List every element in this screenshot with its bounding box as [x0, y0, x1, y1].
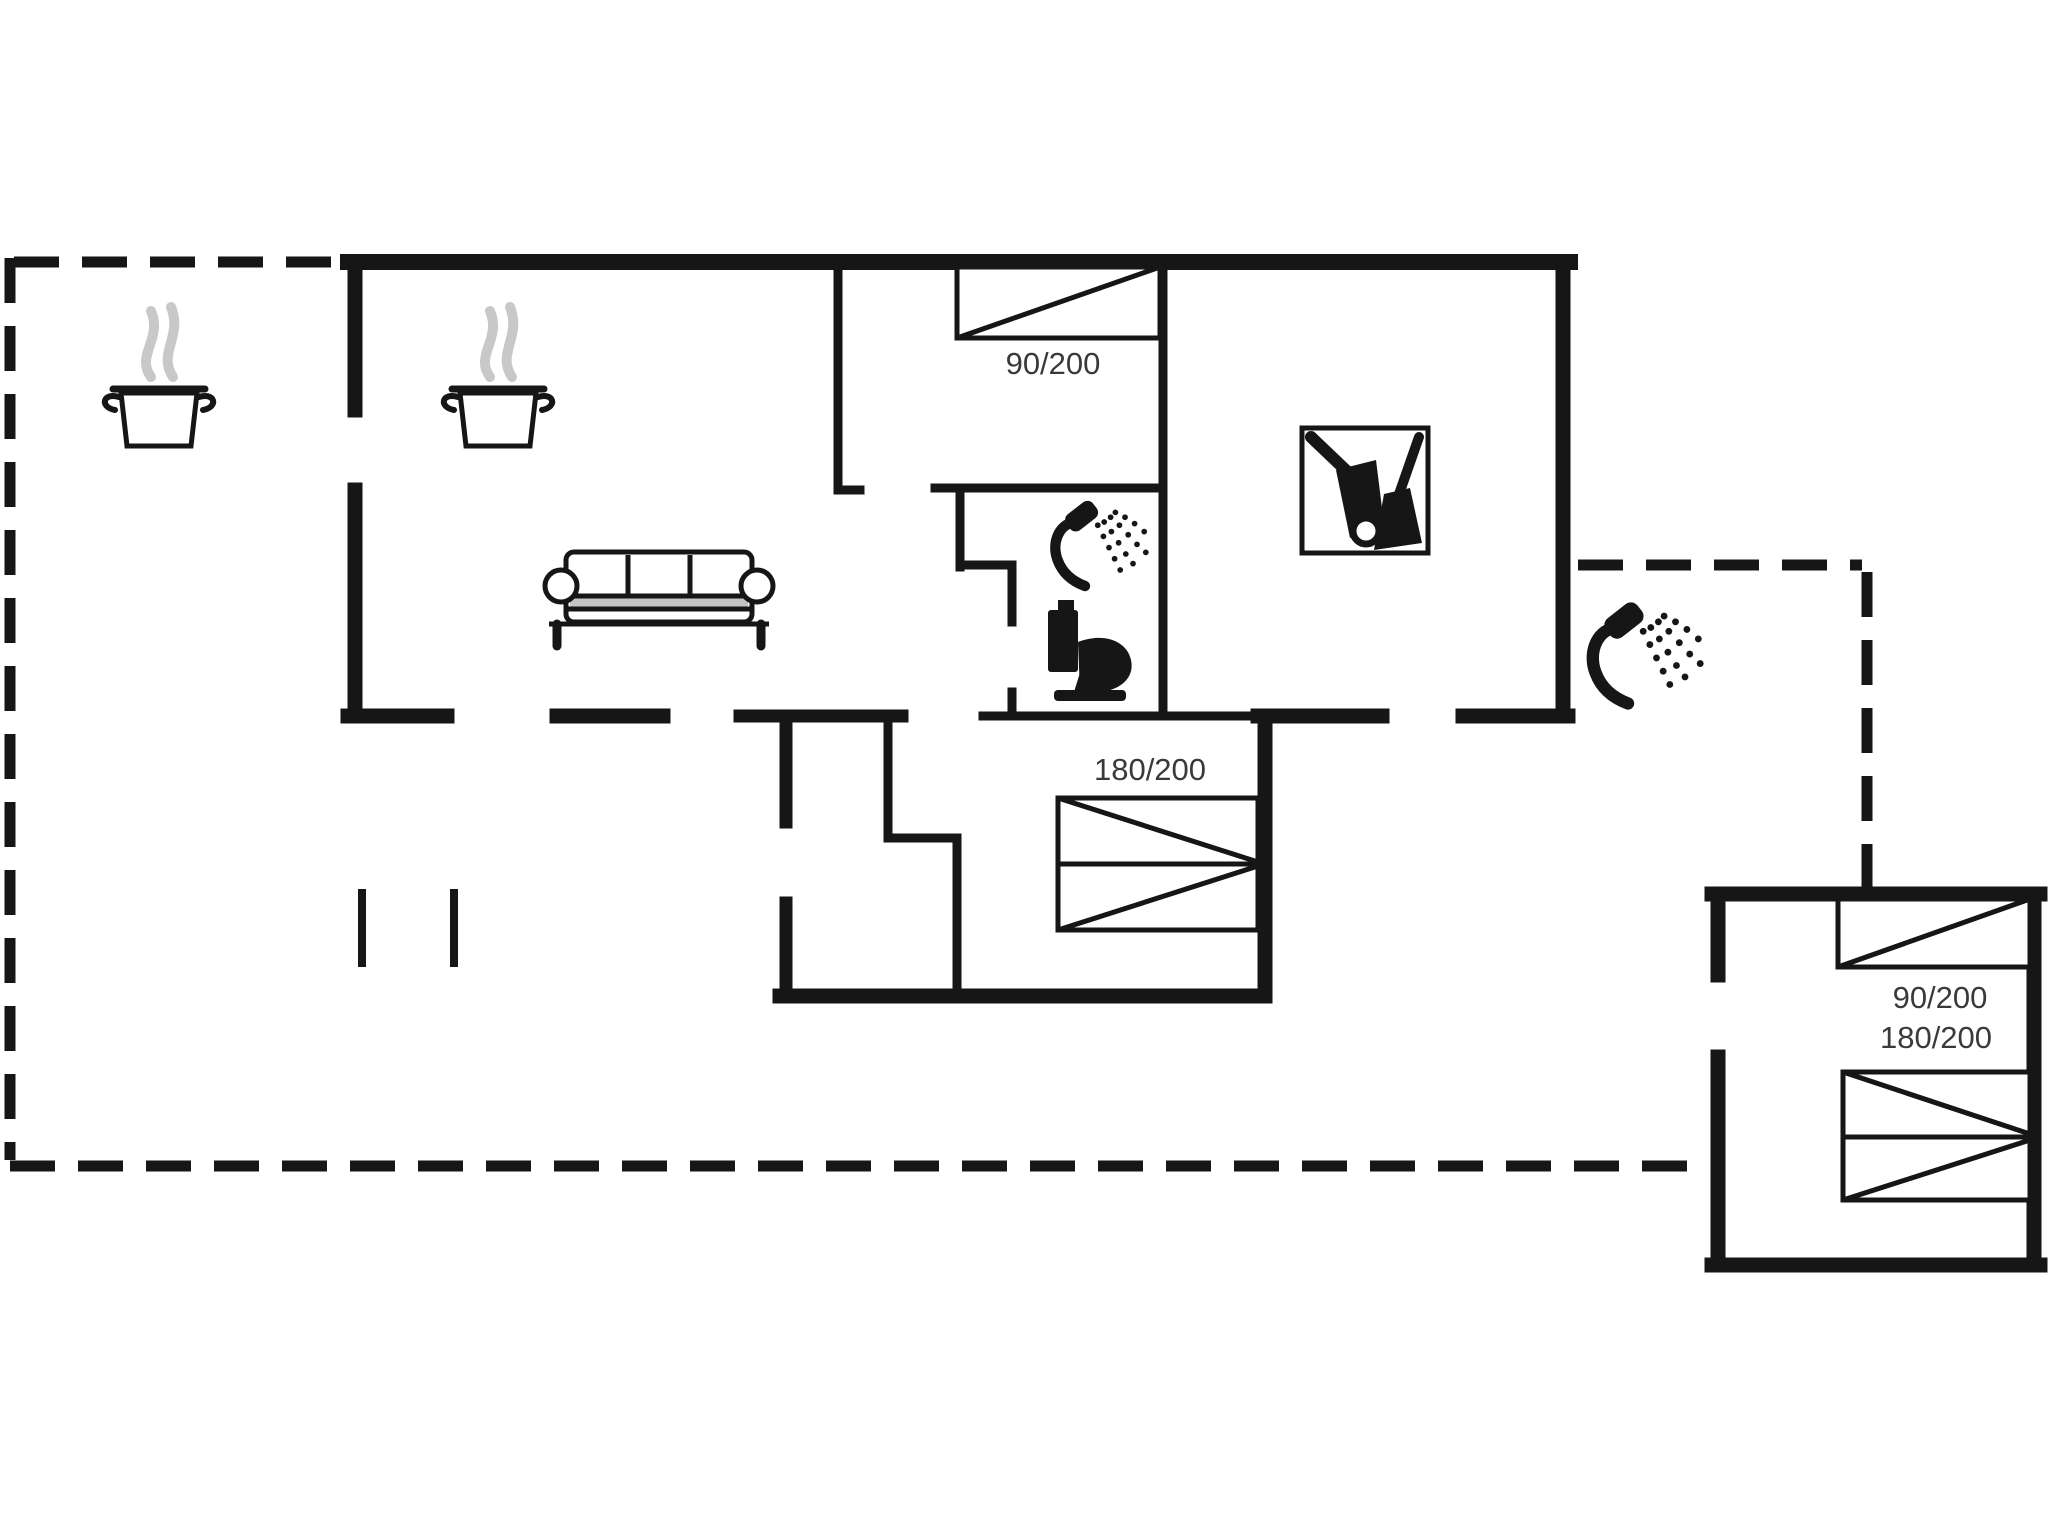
bed-size-label: 90/200 [1006, 346, 1101, 381]
main-building-walls [340, 254, 1578, 724]
broom-handle [1393, 432, 1424, 502]
annex-single-bed [1835, 896, 2033, 970]
cleaning-equipment-icon [1299, 425, 1431, 556]
broom-icon [1374, 488, 1422, 550]
double-bed [1055, 795, 1261, 933]
bed-size-label: 90/200 [1893, 980, 1988, 1015]
bed-size-label: 180/200 [1094, 752, 1206, 787]
annex-double-bed [1840, 1069, 2033, 1203]
sofa-icon [542, 549, 776, 651]
annex-walls [1704, 886, 2048, 1273]
single-bed [954, 264, 1163, 341]
toilet-icon [1048, 600, 1132, 701]
hanging-ring [1349, 514, 1383, 548]
bed-size-label: 180/200 [1880, 1020, 1992, 1055]
interior-walls [833, 263, 1168, 719]
extension-walls [772, 708, 1273, 1004]
terrace-boundary-dashed [4, 256, 1873, 1172]
terrace-wall-stubs [358, 889, 458, 967]
